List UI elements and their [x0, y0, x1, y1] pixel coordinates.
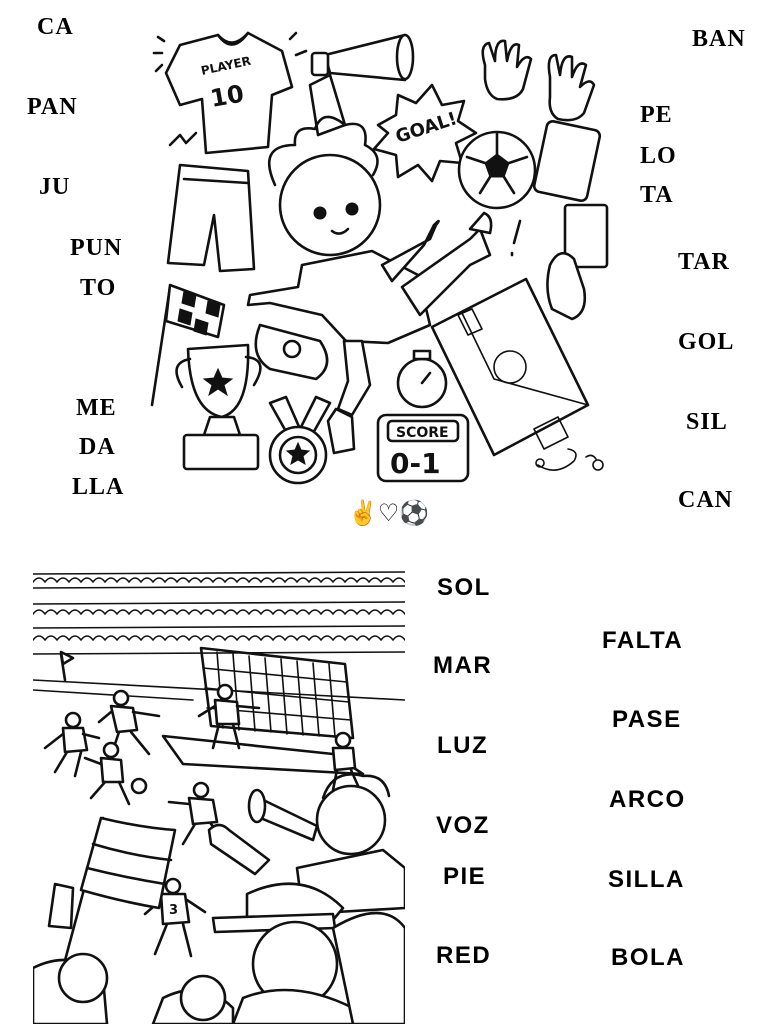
word-falta: FALTA [602, 627, 684, 654]
word-mar: MAR [433, 652, 493, 679]
card-icon [532, 119, 602, 203]
score-value: 0-1 [390, 447, 441, 480]
shorts-icon [166, 163, 256, 273]
jersey-icon: PLAYER 10 [164, 31, 294, 155]
word-bola: BOLA [611, 944, 685, 971]
syllable-ca: CA [37, 14, 74, 40]
emoji-row: ✌️♡⚽ [348, 498, 429, 527]
corner-flag-icon [150, 283, 226, 407]
whistle-icon [254, 323, 329, 381]
fan-cap-icon [211, 882, 405, 1024]
word-sol: SOL [437, 574, 491, 601]
syllable-pe: PE [640, 102, 673, 128]
syllable-pan: PAN [27, 94, 78, 120]
syllable-me: ME [76, 395, 117, 421]
syllable-pun: PUN [70, 235, 123, 261]
syllable-da: DA [79, 434, 116, 460]
field-diagram-icon [430, 277, 590, 457]
syllable-ju: JU [39, 174, 71, 200]
syllable-lla: LLA [72, 474, 125, 500]
goal-burst-icon: GOAL! [372, 83, 478, 183]
word-silla: SILLA [608, 866, 685, 893]
syllable-to: TO [80, 275, 117, 301]
word-voz: VOZ [436, 812, 490, 839]
syllable-ban: BAN [692, 26, 746, 52]
word-arco: ARCO [609, 786, 686, 813]
soccer-doodle-illustration: PLAYER 10 GOAL! [150, 31, 609, 527]
syllable-sil: SIL [686, 409, 728, 435]
referee-card-hand-icon [546, 203, 609, 321]
scoreboard-icon: SCORE 0-1 [376, 413, 470, 483]
syllable-lo: LO [640, 143, 677, 169]
score-label: SCORE [396, 425, 449, 441]
syllable-ta: TA [640, 182, 674, 208]
goalkeeper-gloves-icon [481, 39, 596, 122]
players-group: 3 [43, 683, 361, 958]
goal-net-icon [161, 646, 365, 776]
word-red: RED [436, 942, 492, 969]
word-pie: PIE [443, 863, 487, 890]
medal-icon [268, 395, 332, 485]
syllable-gol: GOL [678, 329, 735, 355]
stopwatch-icon [396, 349, 448, 409]
trophy-icon [175, 343, 262, 471]
player-number-label: 3 [169, 903, 178, 918]
stadium-scene-illustration: 3 [33, 568, 405, 1024]
soccer-ball-icon [457, 130, 537, 210]
syllable-tar: TAR [678, 249, 730, 275]
syllable-can: CAN [678, 487, 733, 513]
scene-ball-icon [130, 777, 148, 795]
player-kicking-icon [246, 115, 493, 455]
flag-icon [47, 816, 177, 970]
word-luz: LUZ [437, 732, 489, 759]
word-pase: PASE [612, 706, 682, 733]
jersey-number: 10 [208, 80, 246, 113]
